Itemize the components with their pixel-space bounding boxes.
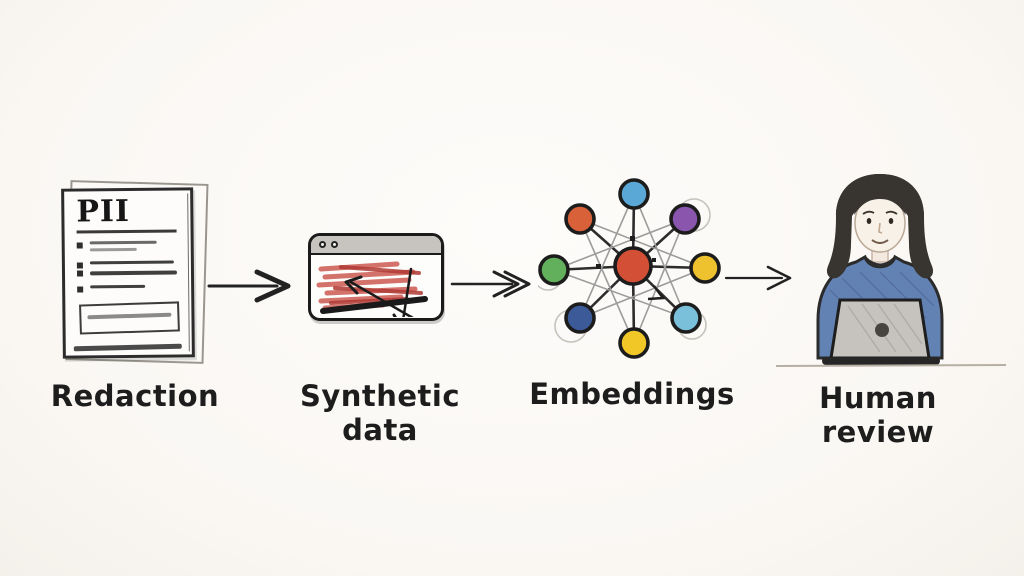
black-cross-arrows: [320, 267, 428, 317]
face-features: [862, 210, 898, 244]
edge-arrowhead: [647, 285, 666, 301]
node-left: [538, 254, 570, 286]
edge-dots: [596, 236, 656, 269]
bullet-icon: [76, 261, 83, 269]
network-graph-icon: [538, 178, 721, 359]
laptop-base: [822, 357, 940, 365]
graph-nodes: [538, 178, 721, 359]
node-top-right: [669, 203, 701, 235]
hair: [826, 174, 934, 279]
redacted-browser-icon: [308, 233, 444, 321]
node-center: [613, 246, 653, 286]
node-top-left: [564, 203, 596, 235]
stage-label-human-review: Human review: [819, 381, 937, 449]
laptop-logo-icon: [875, 323, 889, 337]
document-footer-bar: [73, 343, 182, 351]
document-title: PII: [76, 193, 131, 230]
collar-line: [864, 256, 896, 266]
document-rule: [76, 229, 177, 234]
bullet-icon: [76, 241, 83, 249]
flow-arrow-2: [450, 270, 531, 298]
stage-label-synthetic-data: Synthetic data: [299, 379, 461, 447]
flow-arrow-3: [724, 265, 792, 291]
node-right: [689, 252, 721, 284]
redaction-box-line: [87, 312, 172, 320]
document-list-row: [76, 260, 181, 279]
graph-chords: [553, 193, 706, 344]
stage-label-embeddings: Embeddings: [529, 377, 735, 411]
node-top: [618, 178, 650, 210]
redaction-scribble-drawing: [316, 261, 428, 317]
window-dot-icon: [319, 241, 326, 248]
redaction-box: [79, 301, 180, 335]
document-list-row: [77, 284, 181, 293]
window-dot-icon: [331, 241, 338, 248]
hair-fringe: [854, 188, 906, 215]
person-at-laptop-icon: [775, 174, 1007, 367]
flow-arrow-1: [207, 269, 291, 303]
document-sheet: PII: [61, 187, 195, 359]
pii-document-icon: PII: [61, 180, 209, 364]
node-bottom-right: [670, 302, 702, 334]
desk-line: [775, 364, 1007, 367]
browser-content: [311, 255, 441, 317]
bullet-icon: [77, 285, 84, 293]
stage-label-redaction: Redaction: [50, 379, 220, 413]
node-bottom: [618, 327, 650, 359]
document-list-row: [76, 240, 181, 255]
browser-title-bar: [311, 236, 441, 255]
node-bottom-left: [564, 302, 596, 334]
